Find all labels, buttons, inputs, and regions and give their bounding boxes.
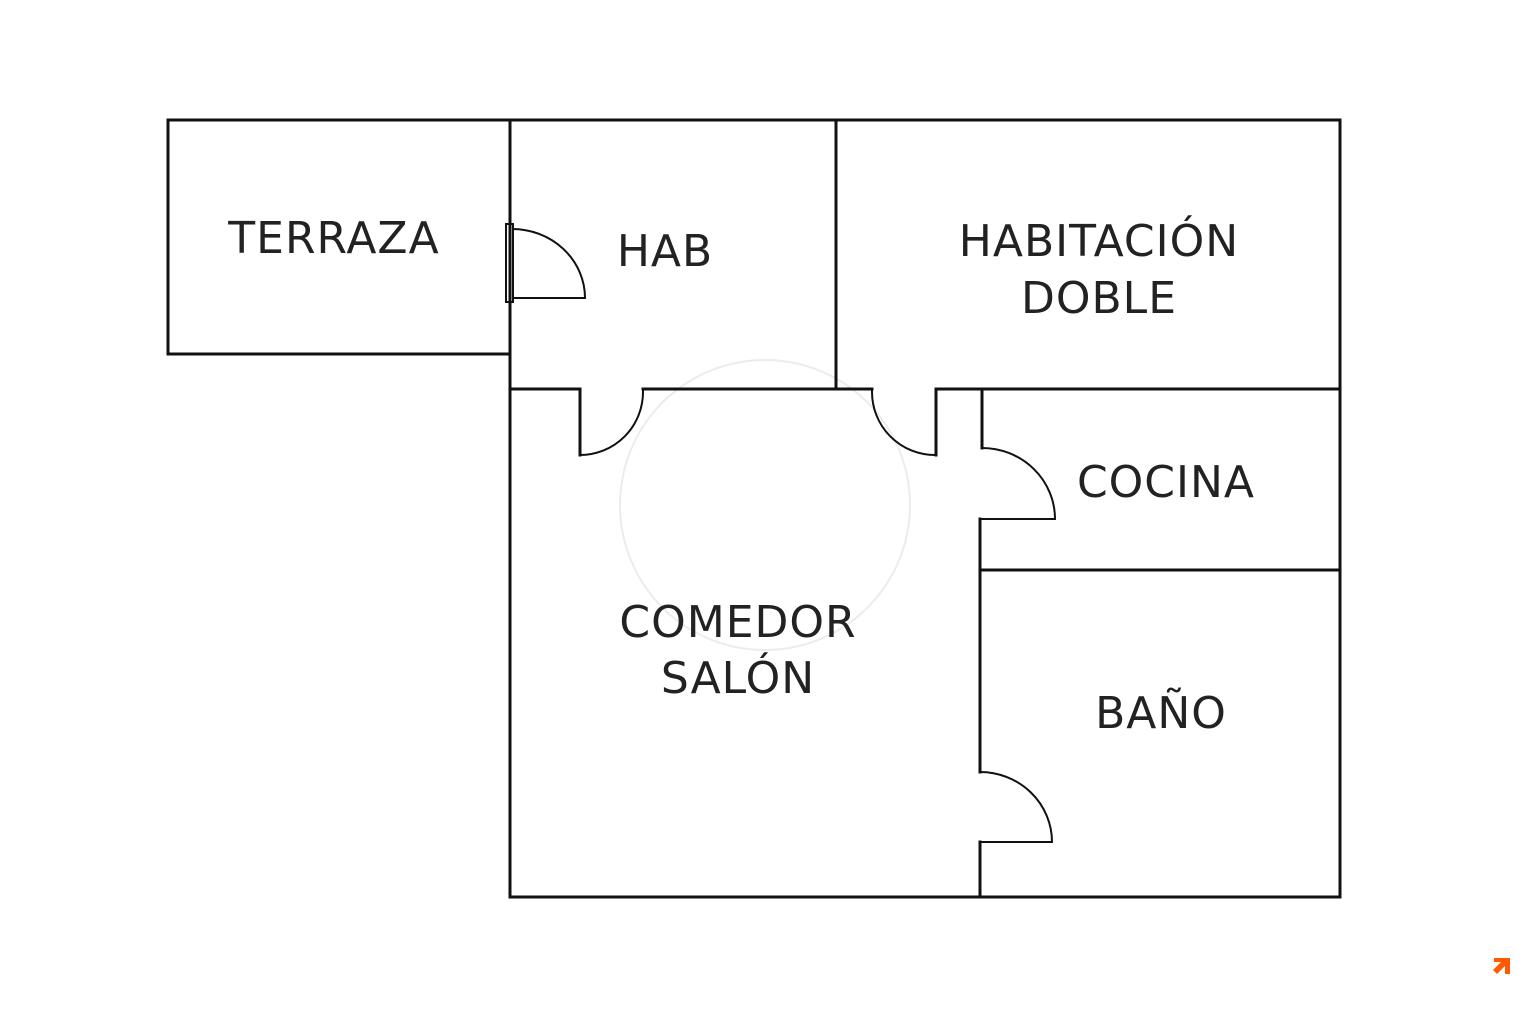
label-comedor-1: COMEDOR [619, 597, 856, 648]
label-terraza: TERRAZA [227, 213, 439, 264]
doble-door-swing [871, 389, 936, 456]
label-comedor-2: SALÓN [661, 651, 815, 704]
terraza-door-swing [511, 228, 587, 299]
label-cocina: COCINA [1077, 457, 1255, 508]
label-habitacion-doble-2: DOBLE [1021, 273, 1177, 324]
bano-door-swing [979, 771, 1054, 843]
room-labels: TERRAZA HAB HABITACIÓN DOBLE COCINA COME… [227, 213, 1255, 739]
hab-door-swing [579, 389, 644, 456]
doors [505, 223, 1057, 843]
cocina-door-swing [980, 447, 1057, 520]
label-bano: BAÑO [1095, 687, 1227, 739]
walls [166, 118, 1342, 899]
terraza-door-frame [505, 223, 514, 303]
label-hab: HAB [617, 226, 713, 277]
arrow-up-right-icon [1493, 958, 1510, 974]
watermark [619, 359, 911, 651]
outer-wall [508, 118, 1342, 899]
label-habitacion-doble-1: HABITACIÓN [959, 214, 1239, 267]
